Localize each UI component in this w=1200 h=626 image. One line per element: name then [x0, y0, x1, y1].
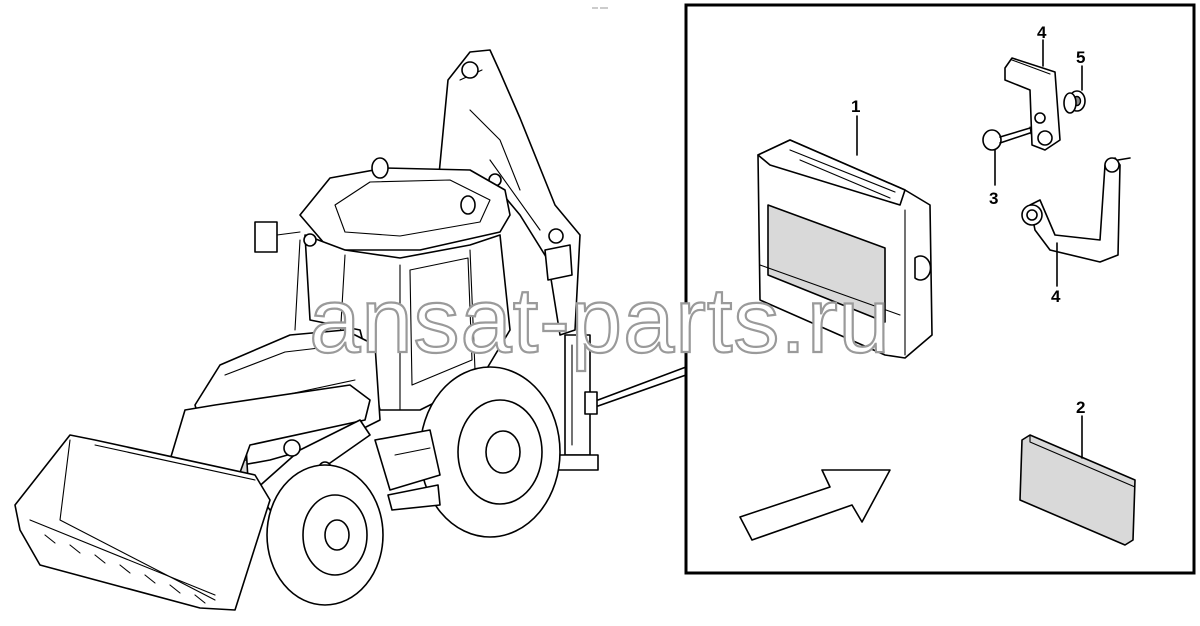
cab-roof — [299, 157, 511, 251]
rear-wheel — [419, 366, 561, 538]
leader-lines — [856, 39, 1083, 459]
callout-labels: 1 2 3 4 4 5 — [851, 23, 1085, 417]
backhoe-loader-illustration — [14, 49, 687, 611]
cab-body — [254, 221, 511, 411]
detail-box — [684, 3, 1196, 575]
loader-bucket — [14, 434, 271, 611]
bracket-icon — [1004, 57, 1061, 151]
watermark-text: ansat-parts.ru — [309, 270, 891, 372]
bucket-teeth — [44, 534, 206, 604]
callout-5: 5 — [1076, 48, 1085, 67]
bolt-icon — [982, 126, 1032, 151]
stabilizer-leg — [557, 334, 599, 471]
direction-arrow-icon — [739, 469, 891, 541]
bracket-long-icon — [1021, 157, 1131, 263]
nut-icon — [1063, 90, 1086, 114]
callout-2: 2 — [1076, 398, 1085, 417]
control-module-icon — [757, 139, 933, 359]
location-pointer — [597, 366, 687, 407]
callout-3: 3 — [989, 189, 998, 208]
callout-1: 1 — [851, 97, 860, 116]
label-plate-icon — [1019, 434, 1136, 546]
callout-4-top: 4 — [1037, 23, 1047, 42]
side-step — [374, 429, 441, 511]
callout-4-bottom: 4 — [1051, 287, 1061, 306]
front-wheel — [266, 464, 384, 606]
